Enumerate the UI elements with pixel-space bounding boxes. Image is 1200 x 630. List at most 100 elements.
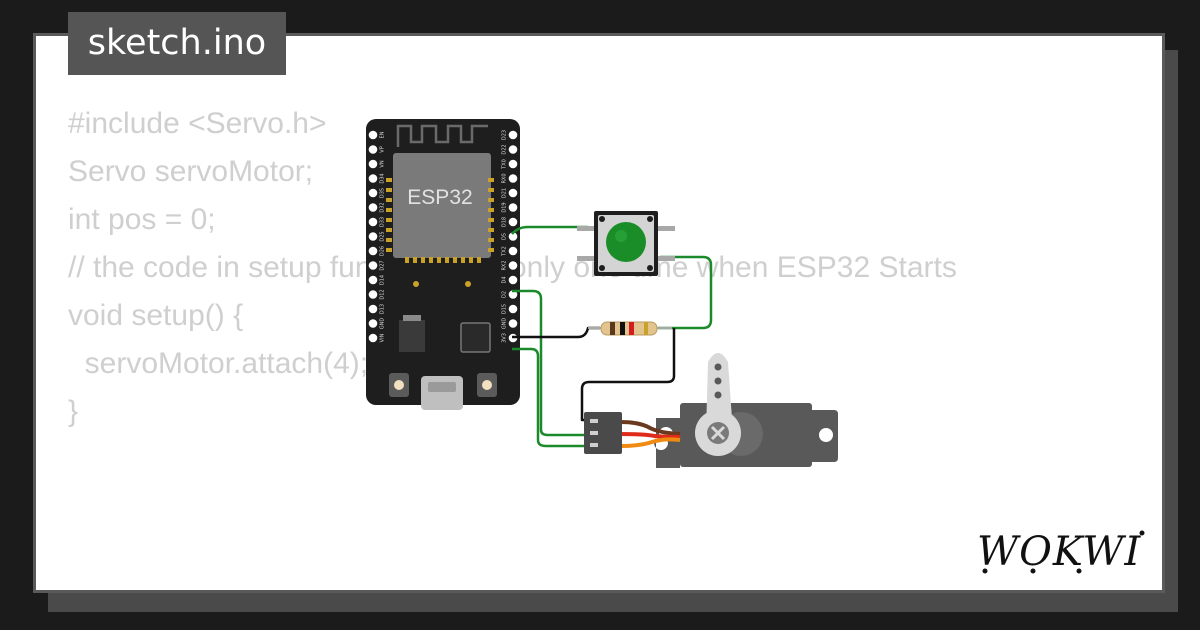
code-line: void setup() {: [68, 299, 244, 332]
module-pad: [386, 178, 392, 182]
left-pin: [368, 333, 378, 343]
module-pad: [488, 188, 494, 192]
module-pad: [488, 198, 494, 202]
pin-label: D32: [380, 202, 386, 212]
module-pad: [405, 257, 409, 263]
module-pad: [488, 248, 494, 252]
code-line: }: [68, 395, 79, 428]
file-tab[interactable]: sketch.ino: [68, 12, 286, 75]
pin-label: D19: [502, 202, 508, 212]
code-line: servoMotor.attach(4);: [68, 347, 369, 380]
module-pad: [413, 257, 417, 263]
code-line: Servo servoMotor;: [68, 155, 314, 188]
module-pad: [386, 218, 392, 222]
pin-label: TX2: [502, 246, 508, 257]
right-pin: [508, 304, 518, 314]
module-pad: [445, 257, 449, 263]
right-pin: [508, 203, 518, 212]
pin-label: VIN: [380, 333, 386, 342]
pushbutton[interactable]: [577, 211, 675, 276]
pin-label: RX2: [502, 260, 508, 270]
right-pin: [508, 145, 518, 154]
pin-label: D4: [502, 276, 508, 283]
module-pad: [488, 178, 494, 182]
pin-label: VP: [380, 146, 386, 152]
wires: [511, 225, 713, 448]
module-pad: [477, 257, 481, 263]
wire-power-to-servo: [512, 347, 590, 448]
right-pin: [508, 174, 518, 183]
antenna-trace: [396, 124, 488, 147]
pin-label: D12: [380, 289, 386, 299]
preview-card: [33, 33, 1165, 593]
left-pin: [368, 246, 378, 256]
pin-label: D33: [380, 217, 386, 227]
pin-label: D18: [502, 217, 508, 227]
left-pin: [368, 174, 378, 183]
code-line: #include <Servo.h>: [68, 107, 327, 140]
button-cap[interactable]: [606, 222, 646, 262]
left-pin: [368, 232, 378, 241]
left-pin: [368, 319, 378, 328]
usb-port: [421, 376, 463, 410]
wire-gnd-to-resistor: [512, 326, 600, 339]
pin-label: D25: [380, 231, 386, 241]
pin-label: D23: [502, 130, 508, 140]
pin-label: D22: [502, 144, 508, 154]
right-pin: [508, 290, 518, 299]
module-pads: [386, 178, 494, 287]
module-pad: [488, 208, 494, 212]
module-pad: [453, 257, 457, 263]
resistor: [588, 321, 672, 336]
right-pin: [508, 319, 518, 328]
module-pad: [469, 257, 473, 263]
pin-label: D35: [380, 188, 386, 198]
pin-label: GND: [502, 318, 508, 330]
module-pad: [488, 238, 494, 242]
code-line: int pos = 0;: [68, 203, 216, 236]
pin-label: TX0: [502, 159, 508, 170]
wire-signal-to-servo: [512, 289, 590, 437]
module-pad: [386, 188, 392, 192]
usb-chip: [460, 322, 491, 353]
module-pad: [488, 228, 494, 232]
pin-label: VN: [380, 160, 386, 167]
module-pad: [421, 257, 425, 263]
module-pad: [488, 218, 494, 222]
wire-button-to-resistor: [658, 255, 713, 330]
chip-label: ESP32: [407, 186, 472, 209]
left-pin: [368, 304, 378, 314]
pin-label: RX0: [502, 173, 508, 183]
module-pad: [386, 198, 392, 202]
wokwi-logo: WOKWI: [977, 529, 1145, 575]
left-pin: [368, 130, 378, 140]
module-pad: [386, 238, 392, 242]
pin-label: D27: [380, 260, 386, 270]
module-pad: [386, 248, 392, 252]
pin-label: D34: [380, 173, 386, 183]
module-pad: [437, 257, 441, 263]
logo-text: WOKWI: [977, 529, 1141, 575]
left-pin: [368, 159, 378, 169]
right-pin: [508, 188, 518, 198]
pin-label: D2: [502, 291, 508, 298]
servo-motor[interactable]: [584, 353, 838, 468]
module-pad: [386, 228, 392, 232]
module-pad: [429, 257, 433, 263]
left-pin: [368, 290, 378, 299]
pin-label: D5: [502, 233, 508, 240]
pin-label: D14: [380, 275, 386, 285]
right-pin: [508, 232, 518, 241]
left-pin: [368, 217, 378, 227]
board-pad: [413, 281, 419, 287]
wire-board-to-button: [511, 225, 588, 235]
module-pad: [461, 257, 465, 263]
right-pin: [508, 217, 518, 227]
pin-headers: [368, 130, 518, 343]
module-pad: [386, 208, 392, 212]
pin-label: D21: [502, 188, 508, 198]
pin-label: D26: [380, 246, 386, 256]
